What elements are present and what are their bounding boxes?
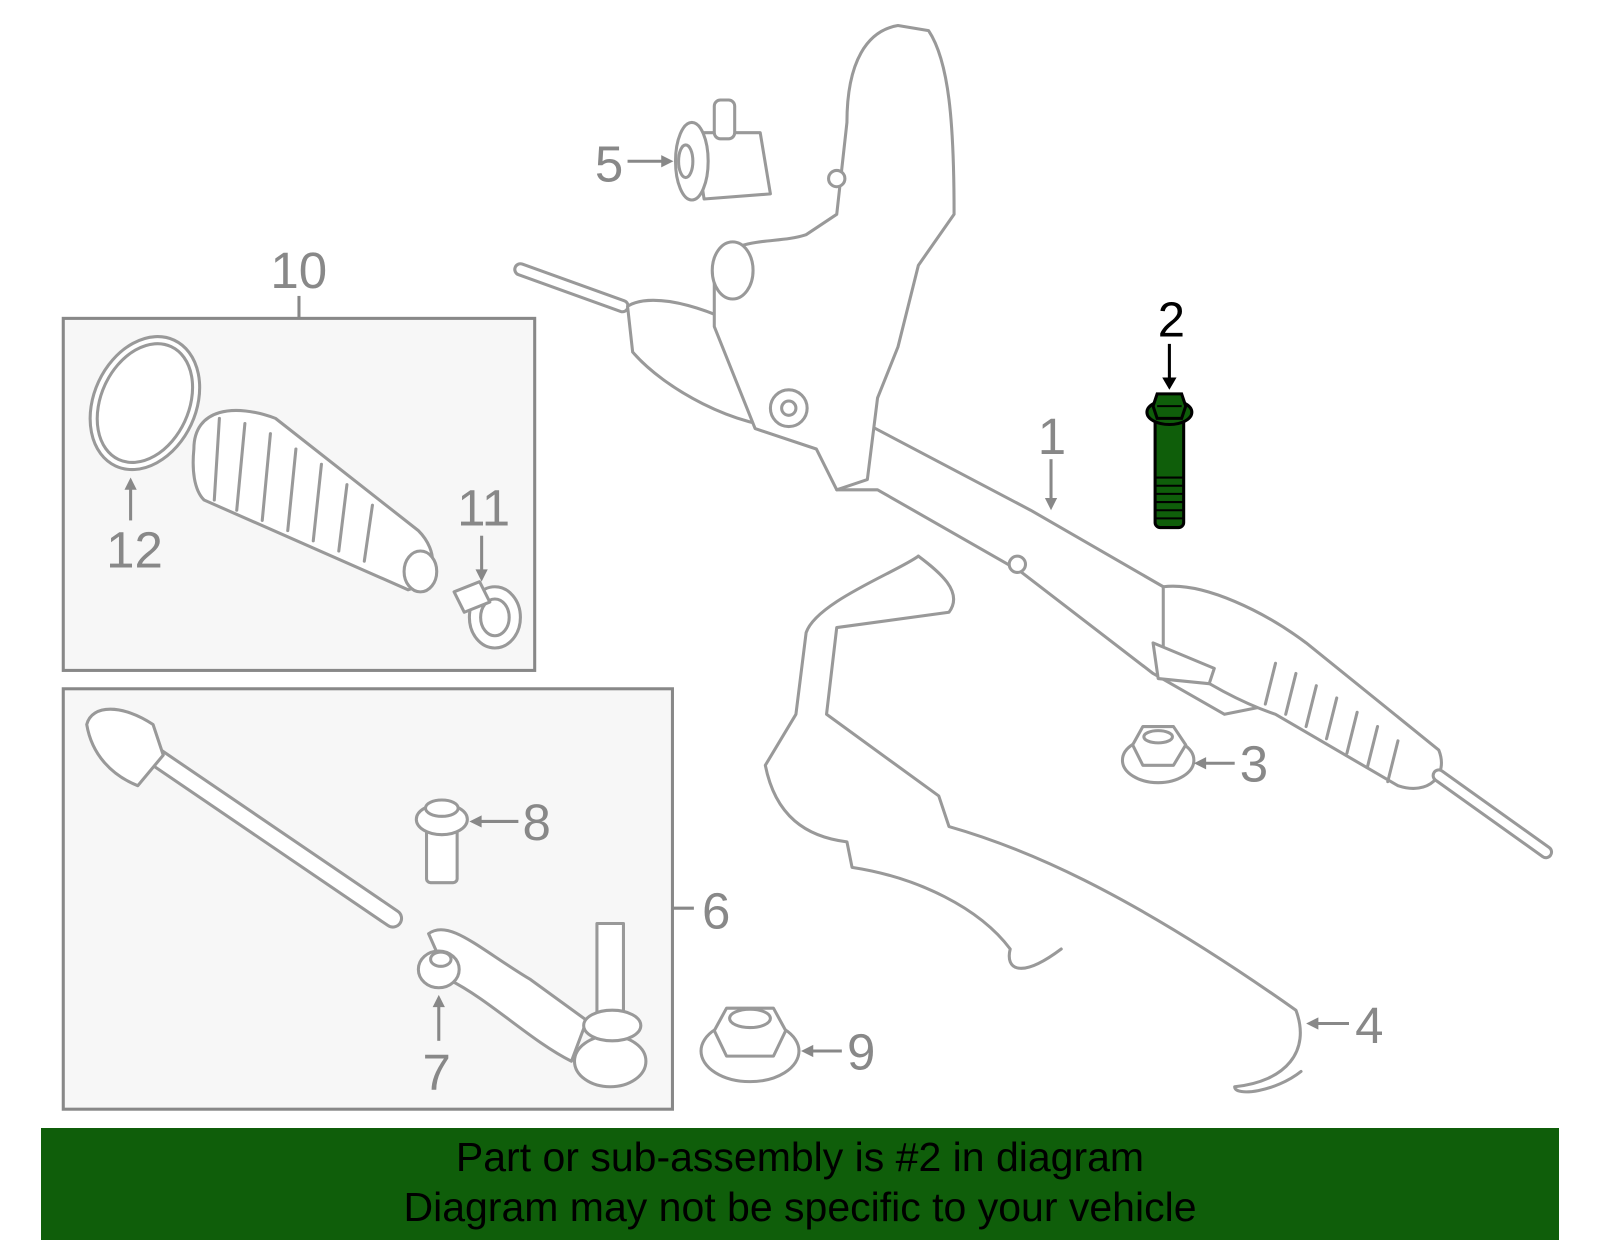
banner-line-2: Diagram may not be specific to your vehi… bbox=[403, 1184, 1197, 1230]
banner-line-1: Part or sub-assembly is #2 in diagram bbox=[455, 1134, 1145, 1180]
bushing-part-7[interactable] bbox=[416, 949, 461, 990]
bolt-part-8[interactable] bbox=[414, 798, 469, 885]
callout-5: 5 bbox=[595, 136, 623, 193]
nut-part-3[interactable] bbox=[1120, 725, 1196, 785]
tie-rod-end[interactable] bbox=[427, 921, 648, 1089]
valve-part-5[interactable] bbox=[673, 98, 772, 202]
ring-part-12[interactable] bbox=[69, 319, 220, 488]
hydraulic-line-part-4[interactable] bbox=[763, 554, 1063, 970]
callout-11: 11 bbox=[457, 480, 510, 537]
callout-12: 12 bbox=[106, 521, 163, 578]
steering-rack-part-1[interactable] bbox=[513, 23, 1554, 860]
callout-9: 9 bbox=[847, 1023, 875, 1080]
inner-tie-rod[interactable] bbox=[85, 707, 404, 929]
callout-1: 1 bbox=[1038, 408, 1066, 465]
callout-7: 7 bbox=[422, 1044, 450, 1101]
callout-3: 3 bbox=[1240, 736, 1268, 793]
callout-6: 6 bbox=[702, 883, 730, 940]
info-banner: Part or sub-assembly is #2 in diagram Di… bbox=[41, 1128, 1559, 1240]
callout-8: 8 bbox=[522, 794, 550, 851]
clamp-part-11[interactable] bbox=[452, 580, 522, 650]
callout-4: 4 bbox=[1355, 997, 1383, 1054]
callout-2: 2 bbox=[1158, 294, 1185, 348]
callout-10: 10 bbox=[270, 242, 327, 299]
boot-part[interactable] bbox=[191, 408, 439, 594]
nut-part-9[interactable] bbox=[699, 1006, 801, 1084]
bolt-part-2[interactable] bbox=[1145, 392, 1194, 530]
